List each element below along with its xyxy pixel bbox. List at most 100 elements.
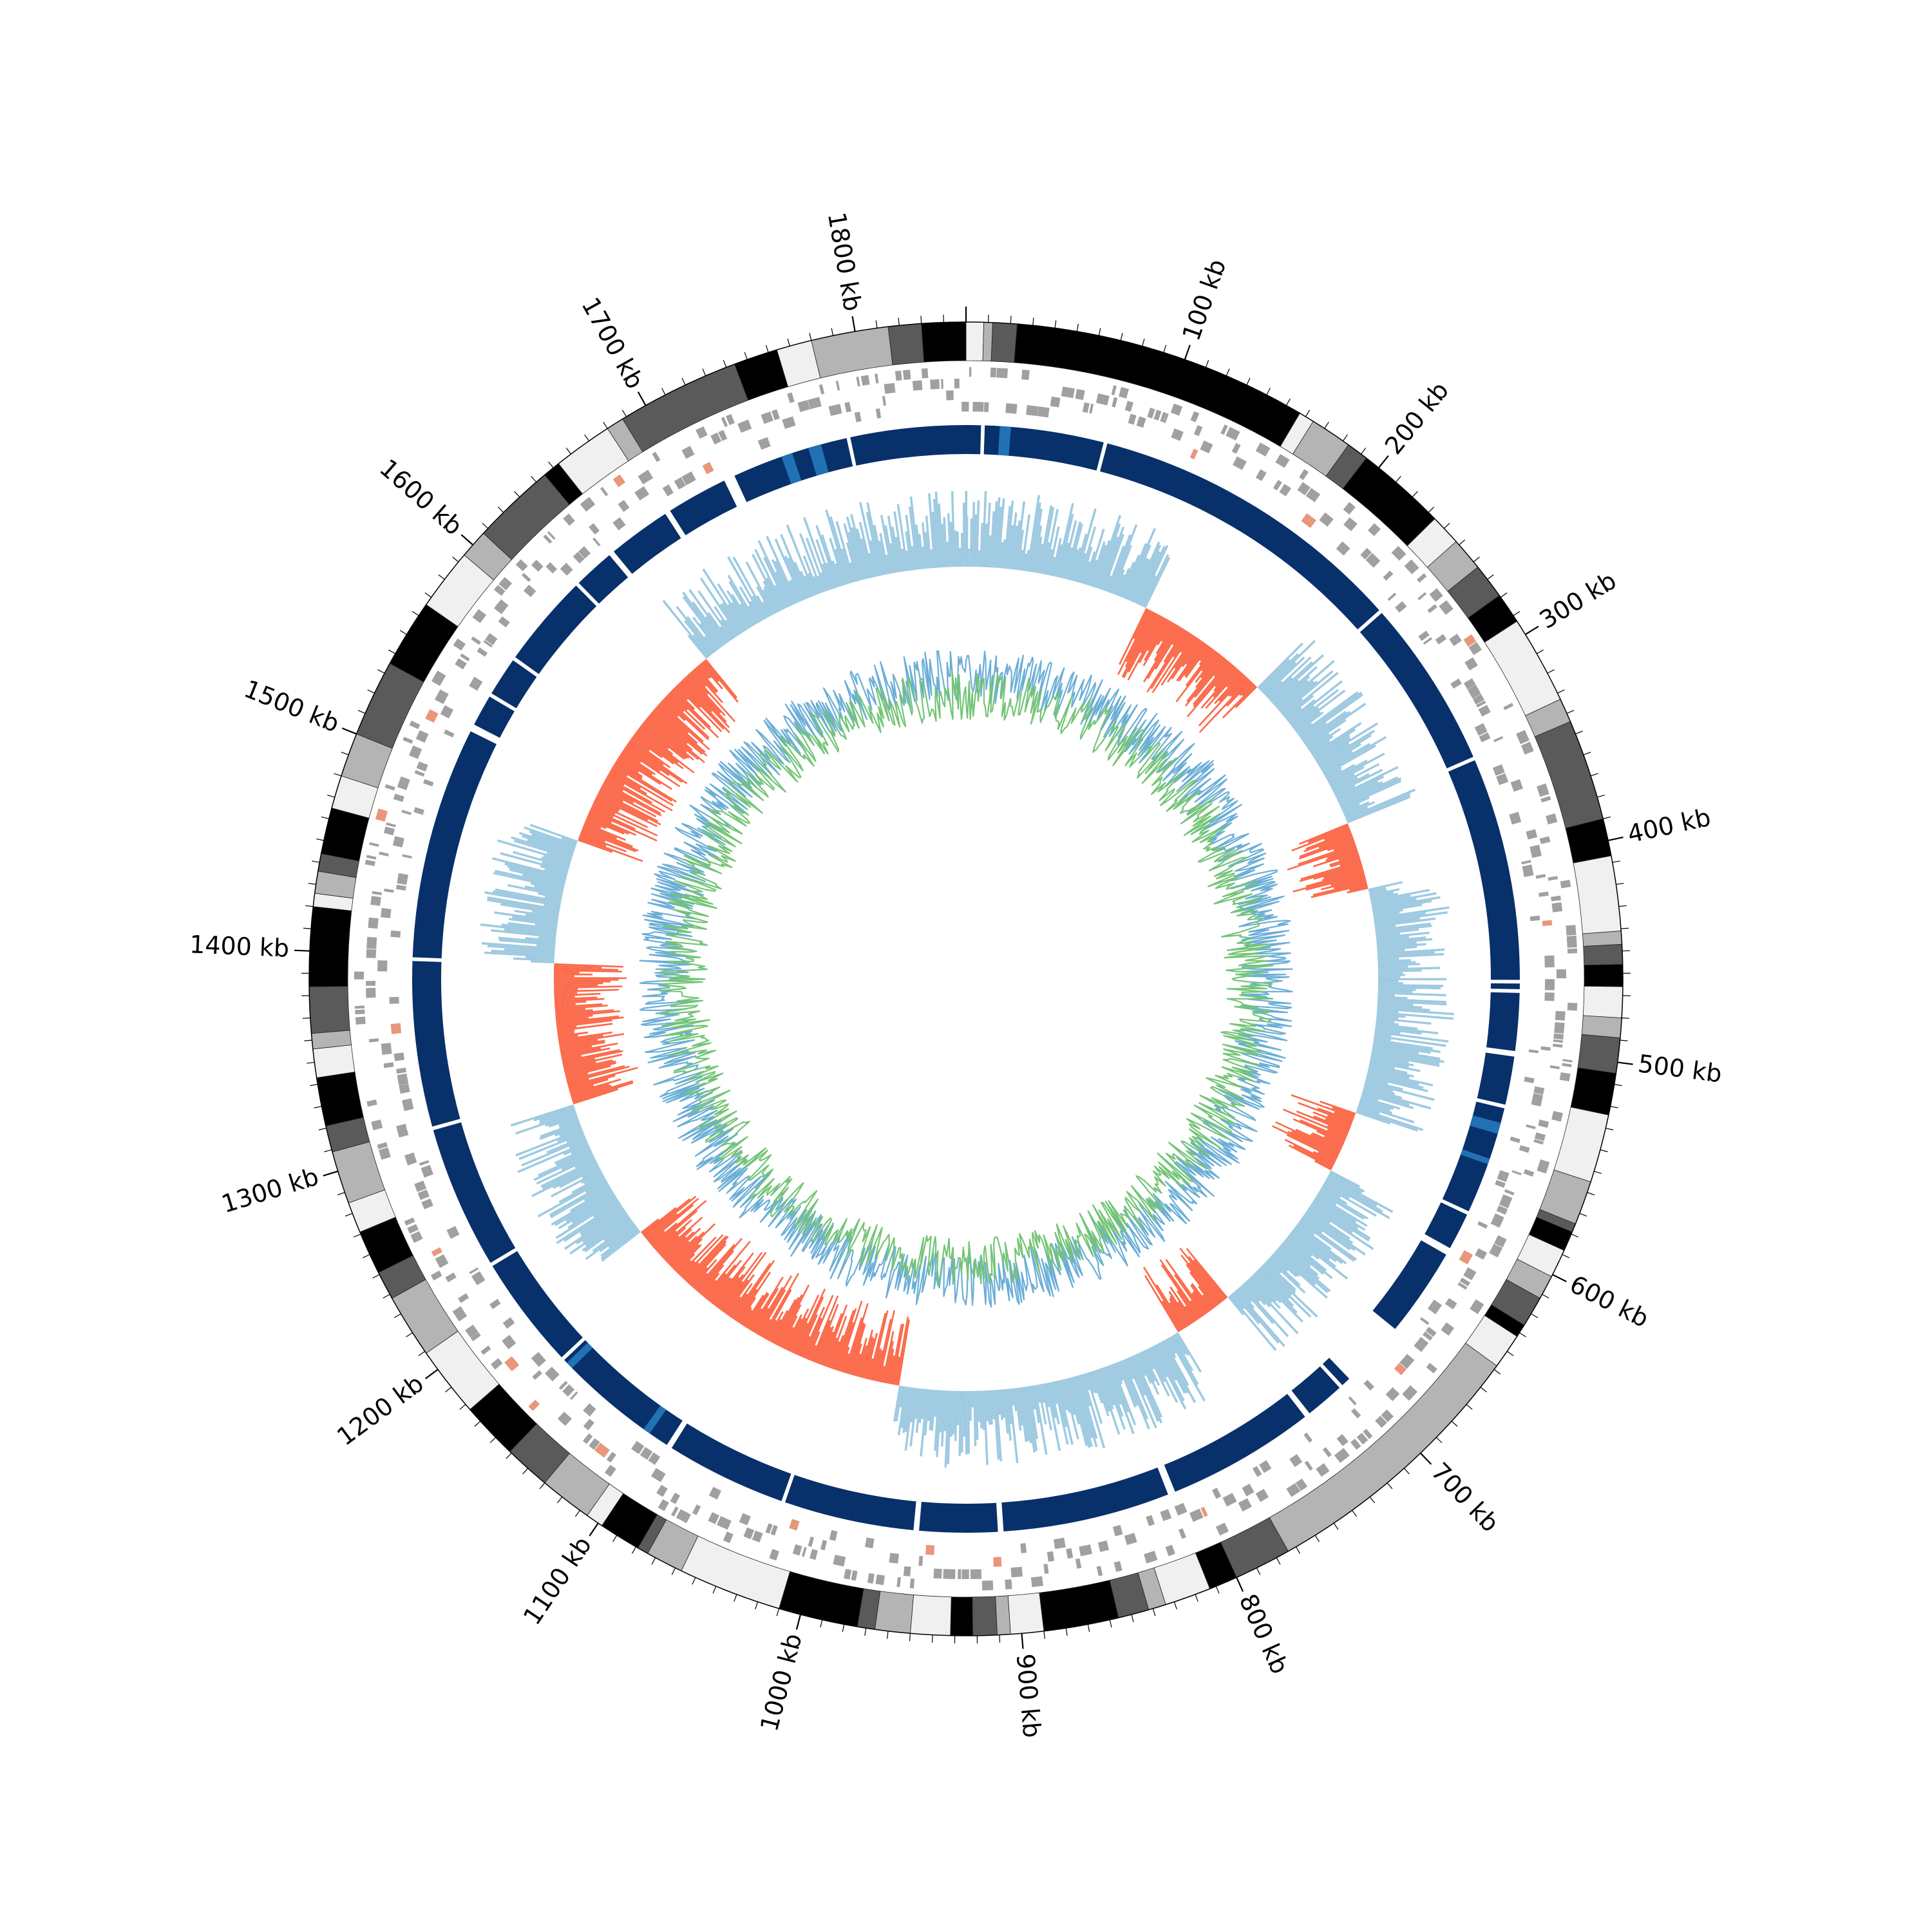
block-segment [966, 425, 981, 455]
skew-bar-negative [554, 996, 598, 1001]
skew-bar-positive [1247, 1279, 1299, 1334]
feature-box [833, 1555, 846, 1567]
minor-tick [864, 1628, 867, 1636]
skew-bar-positive [1367, 1069, 1434, 1087]
skew-bar-negative [658, 703, 710, 750]
feature-box [1539, 891, 1549, 897]
skew-bar-negative [586, 817, 625, 835]
feature-box [1444, 1298, 1457, 1310]
skew-bar-negative [1313, 864, 1363, 880]
skew-bar-negative [825, 1337, 838, 1367]
skew-bar-positive [576, 1209, 626, 1245]
feature-box [413, 807, 424, 815]
skew-bar-positive [1345, 788, 1416, 820]
feature-box [1526, 1124, 1536, 1130]
skew-bar-negative [559, 1039, 605, 1050]
skew-bar-positive [1257, 642, 1303, 689]
skew-bar-positive [962, 502, 965, 567]
feature-box [1113, 1560, 1122, 1572]
feature-box [1562, 1063, 1572, 1068]
skew-bar-negative [636, 730, 679, 764]
tick-label: 400 kb [1625, 803, 1713, 849]
contig-segment [1007, 1592, 1045, 1635]
skew-bar-positive [1315, 722, 1378, 762]
minor-tick [671, 1567, 676, 1575]
feature-box [1252, 1466, 1262, 1477]
skew-bar-negative [554, 988, 578, 991]
feature-box [1147, 407, 1155, 419]
major-tick [1552, 1274, 1567, 1282]
skew-bar-positive [692, 616, 719, 650]
skew-bar-positive [702, 568, 744, 633]
skew-bar-negative [1185, 649, 1215, 687]
skew-bar-negative [655, 706, 698, 744]
skew-bar-positive [756, 595, 770, 618]
skew-bar-positive [498, 939, 556, 946]
skew-bar-positive [1374, 1034, 1446, 1047]
skew-bar-negative [1333, 842, 1356, 851]
skew-bar-negative [709, 1277, 730, 1303]
skew-bar-negative [629, 740, 664, 766]
feature-box [573, 551, 585, 564]
minor-tick [712, 1586, 717, 1594]
skew-bar-positive [1232, 1292, 1260, 1325]
skew-bar-negative [641, 1207, 677, 1235]
skew-bar-positive [1370, 893, 1399, 900]
skew-bar-positive [1371, 898, 1417, 908]
contig-segment [1269, 1343, 1497, 1552]
skew-bar-positive [1305, 719, 1347, 748]
minor-tick [1571, 1233, 1579, 1238]
skew-bar-positive [1303, 710, 1350, 744]
skew-bar-positive [544, 896, 562, 902]
skew-bar-positive [1008, 1388, 1019, 1464]
skew-bar-negative [789, 1317, 807, 1352]
skew-bar-positive [1004, 1388, 1012, 1441]
feature-box [440, 705, 454, 719]
skew-bar-positive [891, 526, 901, 573]
skew-bar-positive [1102, 533, 1124, 591]
skew-bar-negative [818, 1325, 835, 1365]
feature-box [921, 368, 929, 379]
skew-bar-negative [801, 1307, 825, 1358]
skew-bar-positive [697, 590, 734, 640]
skew-bar-positive [1368, 1067, 1410, 1079]
skew-bar-positive [600, 1227, 639, 1257]
skew-bar-positive [924, 532, 930, 569]
skew-bar-positive [1062, 1379, 1079, 1440]
skew-bar-negative [556, 1016, 589, 1023]
skew-bar-positive [1267, 1258, 1306, 1294]
skew-bar-negative [1173, 632, 1191, 658]
skew-bar-positive [1135, 551, 1161, 604]
minor-tick [1562, 1254, 1569, 1258]
skew-bar-positive [914, 1388, 921, 1419]
skew-bar-negative [1300, 1119, 1347, 1141]
skew-bar-negative [558, 1033, 625, 1046]
skew-bar-negative [848, 1322, 865, 1374]
skew-bar-negative [562, 1049, 620, 1063]
skew-bar-negative [554, 977, 627, 980]
skew-bar-positive [517, 1141, 588, 1173]
minor-tick [337, 1192, 345, 1196]
feature-box [618, 500, 630, 513]
skew-bar-positive [1370, 1054, 1409, 1064]
minor-tick [681, 377, 686, 386]
skew-bar-positive [484, 891, 561, 907]
feature-box [393, 793, 404, 802]
skew-bar-negative [623, 748, 681, 788]
feature-box [1523, 1169, 1535, 1177]
skew-bar-positive [1368, 1065, 1414, 1078]
feature-box [743, 1527, 755, 1539]
skew-bar-positive [905, 550, 911, 571]
feature-box [718, 430, 728, 441]
skew-bar-positive [682, 591, 724, 647]
feature-box [1375, 1416, 1387, 1428]
skew-bar-positive [1157, 1343, 1186, 1394]
feature-box [1548, 876, 1558, 881]
skew-bar-positive [1303, 1214, 1356, 1251]
skew-bar-negative [684, 677, 727, 723]
skew-bar-positive [901, 549, 907, 572]
skew-bar-negative [1160, 635, 1195, 686]
minor-tick [1590, 773, 1598, 777]
skew-bar-positive [1309, 1206, 1374, 1250]
skew-bar-positive [559, 1166, 600, 1188]
